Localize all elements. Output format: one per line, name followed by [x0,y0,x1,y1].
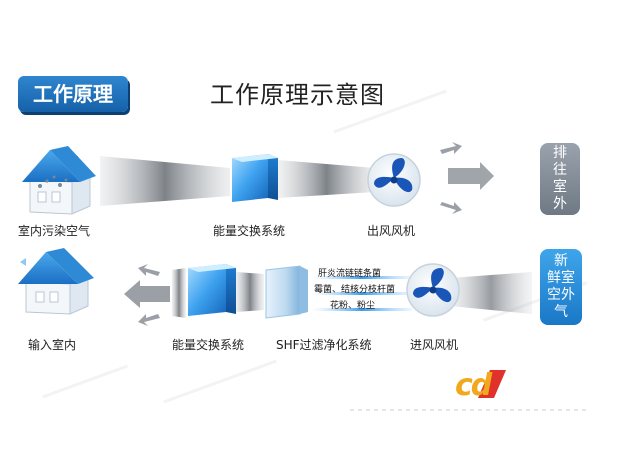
exhaust-fan-icon [367,153,421,207]
shf-filter-icon [265,265,308,319]
house-polluted-icon [22,146,96,215]
tag-exhaust-char: 排 [553,145,567,161]
page-title: 工作原理示意图 [210,81,385,109]
air-stream-top-2 [278,160,375,198]
label-exhaust-fan: 出风风机 [367,224,416,238]
filter-note-1: 肝炎流链链条菌 [318,269,382,279]
label-input-indoor: 输入室内 [28,338,77,352]
tag-exhaust-char: 外 [553,196,567,212]
air-stream-top-1 [100,156,230,206]
tag-fresh-char: 鲜室 [547,270,575,286]
label-polluted-air: 室内污染空气 [18,224,91,238]
air-stream-bottom-3 [450,272,532,314]
tag-fresh-char: 空外 [547,287,575,303]
filter-note-3: 花粉、粉尘 [330,301,376,311]
watermark-pattern [42,89,588,404]
intake-arrows [124,264,170,326]
intake-fan-icon [406,263,460,317]
section-badge: 工作原理 [18,76,128,112]
tag-exhaust-char: 室 [553,179,567,195]
tag-exhaust-char: 往 [553,162,567,178]
label-shf-filter: SHF过滤净化系统 [276,338,372,352]
tag-fresh-char: 新 [554,253,568,269]
label-exchanger-bottom: 能量交换系统 [172,338,245,352]
tag-exhaust-outdoor: 排 往 室 外 [540,143,580,215]
label-intake-fan: 进风风机 [410,338,459,352]
energy-exchanger-top-icon [232,154,278,202]
energy-exchanger-bottom-icon [188,264,236,316]
filter-beam-3 [312,308,412,311]
tag-fresh-char: 气 [554,304,568,320]
air-stream-bottom-2 [236,272,264,312]
filter-beam-1 [312,276,412,279]
label-exchanger-top: 能量交换系统 [213,224,286,238]
house-clean-icon [18,248,94,315]
filter-note-2: 霉菌、结核分枝杆菌 [314,285,396,295]
filter-beam-2 [312,292,412,295]
tag-fresh-outdoor-air: 新 鲜室 空外 气 [540,249,582,325]
brand-logo-icon [478,370,506,398]
brand-text: cd [455,368,492,403]
brand-logo-text: cd [455,368,492,403]
air-stream-bottom-1 [172,268,186,318]
exhaust-arrows [440,142,494,214]
